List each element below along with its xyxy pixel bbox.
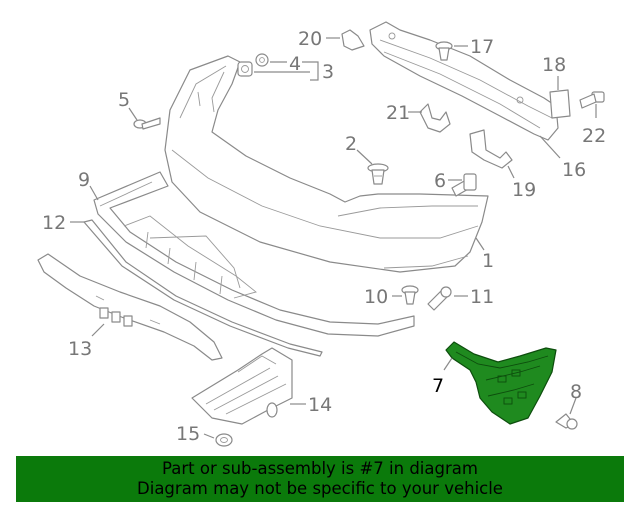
callout-2: 2 bbox=[345, 133, 357, 155]
callout-7: 7 bbox=[432, 375, 444, 397]
grommet-part-15 bbox=[215, 433, 233, 447]
bracket-part-21 bbox=[419, 103, 451, 133]
callout-9: 9 bbox=[78, 169, 90, 191]
callout-10: 10 bbox=[364, 286, 388, 308]
bracket-part-19 bbox=[469, 129, 513, 169]
lower-grille-part-9 bbox=[93, 171, 415, 337]
bracket-part-20 bbox=[341, 29, 365, 51]
trim-strip-part-12 bbox=[83, 219, 323, 357]
callout-21: 21 bbox=[386, 102, 410, 124]
banner-line-1: Part or sub-assembly is #7 in diagram bbox=[162, 459, 478, 478]
clip-part-10 bbox=[401, 285, 419, 305]
callout-4: 4 bbox=[289, 53, 301, 75]
screw-part-11 bbox=[427, 286, 452, 311]
callout-22: 22 bbox=[582, 125, 606, 147]
side-bracket-part-7 bbox=[445, 341, 557, 425]
banner-line-2: Diagram may not be specific to your vehi… bbox=[137, 479, 503, 498]
callout-12: 12 bbox=[42, 212, 66, 234]
under-cover-part-14 bbox=[191, 347, 293, 425]
callout-8: 8 bbox=[570, 381, 582, 403]
screw-part-5 bbox=[133, 117, 161, 130]
info-banner: Part or sub-assembly is #7 in diagram Di… bbox=[16, 456, 624, 502]
push-clip-part-2 bbox=[367, 163, 389, 185]
leader-1 bbox=[475, 237, 485, 251]
callout-14: 14 bbox=[308, 394, 332, 416]
bolt-part-22 bbox=[579, 91, 605, 109]
bolt-part-6 bbox=[451, 173, 477, 197]
callout-17: 17 bbox=[470, 36, 494, 58]
impact-beam-part-16 bbox=[369, 21, 559, 141]
nut-part-3 bbox=[237, 61, 253, 77]
callout-6: 6 bbox=[434, 170, 446, 192]
callout-11: 11 bbox=[470, 286, 494, 308]
leader-13 bbox=[91, 323, 105, 337]
bumper-cover-part-1 bbox=[164, 55, 489, 273]
washer-part-4 bbox=[255, 53, 269, 67]
callout-13: 13 bbox=[68, 338, 92, 360]
leader-7 bbox=[443, 357, 453, 371]
leader-8 bbox=[569, 397, 577, 415]
callout-20: 20 bbox=[298, 28, 322, 50]
leader-9 bbox=[89, 185, 99, 201]
lower-diffuser-part-13 bbox=[37, 253, 223, 361]
callout-1: 1 bbox=[482, 250, 494, 272]
leader-5 bbox=[128, 107, 138, 121]
callout-19: 19 bbox=[512, 179, 536, 201]
clip-part-17 bbox=[435, 41, 453, 61]
leader-3 bbox=[254, 61, 319, 81]
leader-19 bbox=[507, 165, 515, 179]
screw-part-8 bbox=[555, 413, 578, 430]
callout-16: 16 bbox=[562, 159, 586, 181]
pad-part-18 bbox=[549, 89, 571, 119]
callout-18: 18 bbox=[542, 54, 566, 76]
callout-3: 3 bbox=[322, 61, 334, 83]
callout-5: 5 bbox=[118, 89, 130, 111]
leader-2 bbox=[356, 149, 373, 165]
leader-16 bbox=[539, 135, 561, 159]
callout-15: 15 bbox=[176, 423, 200, 445]
leader-15 bbox=[203, 433, 215, 439]
